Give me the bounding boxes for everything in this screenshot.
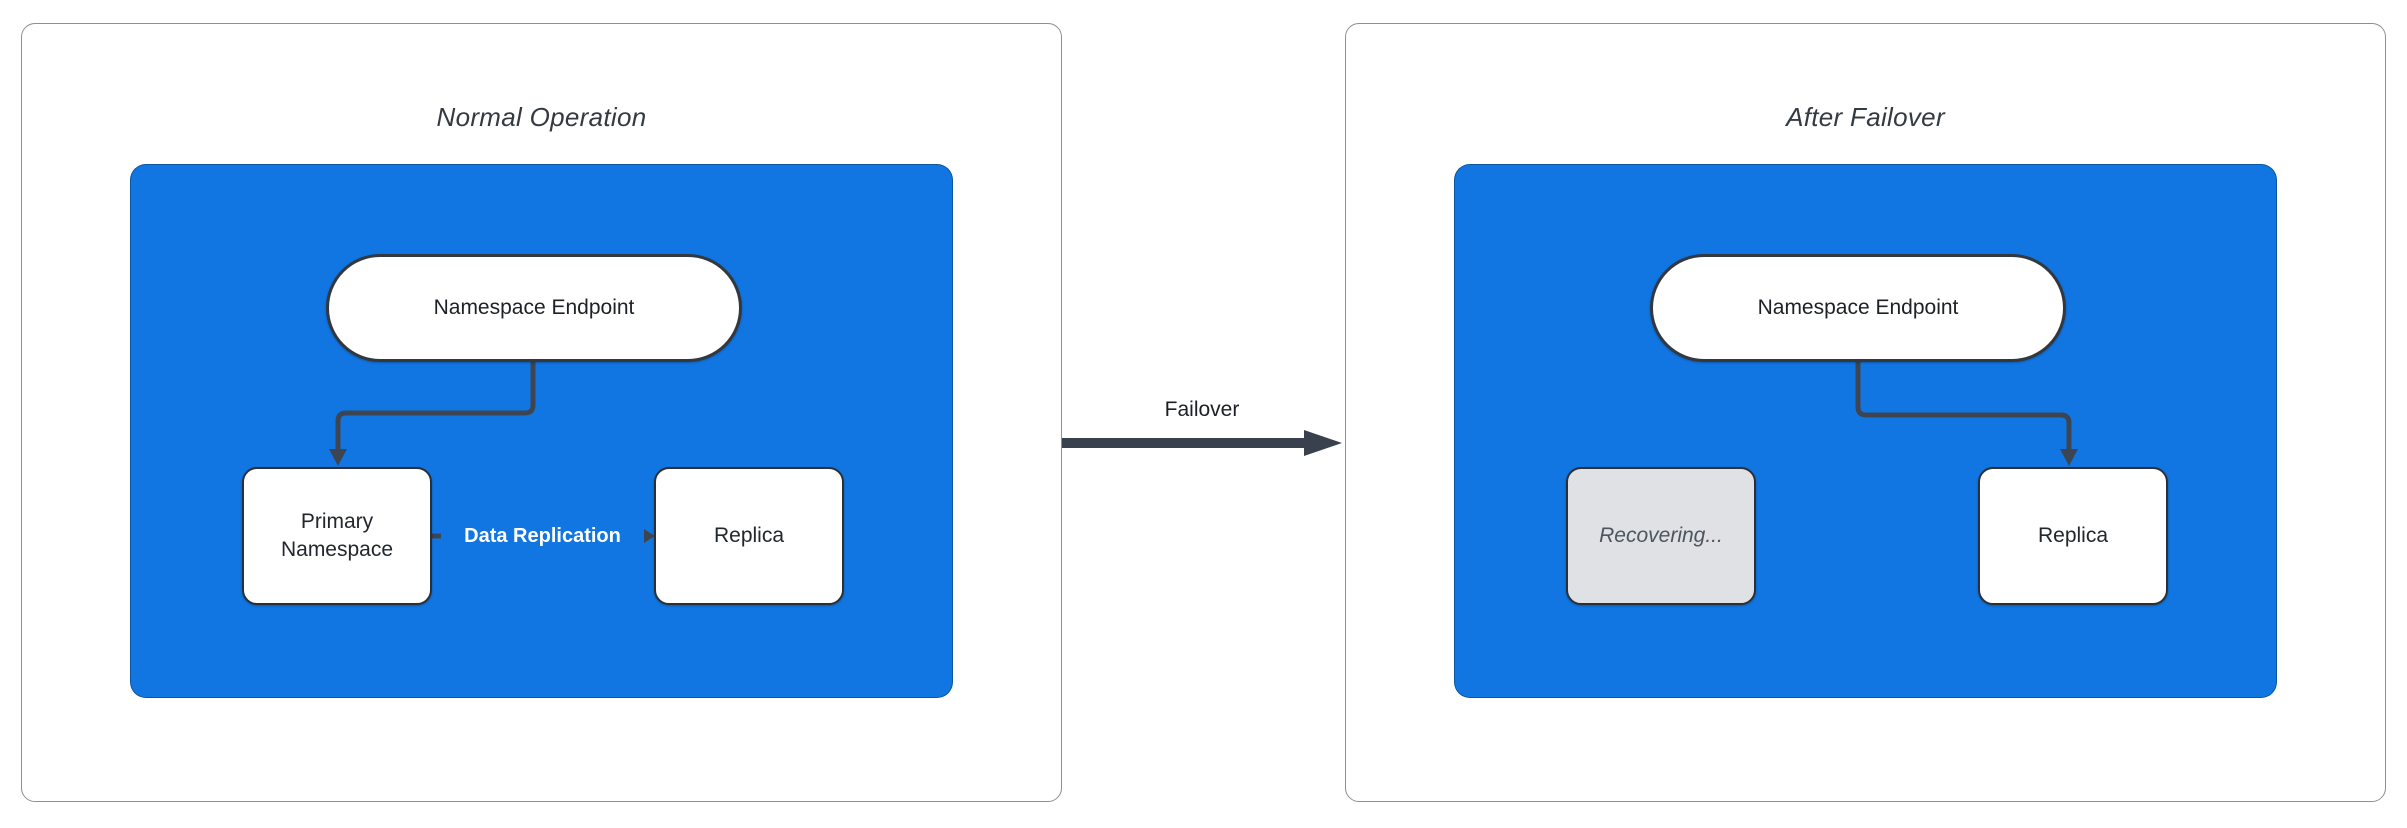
replica-label: Replica: [2037, 523, 2109, 547]
primary-namespace-node: Primary Namespace: [242, 467, 432, 605]
connector-layer: [1855, 362, 2078, 466]
failover-arrow-line: [1062, 438, 1306, 448]
endpoint-to-replica-connector: [1855, 362, 2078, 466]
cluster-box-failover: Namespace Endpoint Recovering... Replica: [1454, 164, 2277, 698]
cluster-box-normal: Namespace Endpoint Primary Namespace Rep…: [130, 164, 953, 698]
panel-title: Normal Operation: [436, 102, 647, 132]
namespace-endpoint-label: Namespace Endpoint: [1757, 296, 1959, 319]
failover-transition: Failover: [1062, 398, 1342, 458]
failover-label: Failover: [1164, 398, 1240, 421]
connector-layer: [329, 362, 655, 545]
panel-title: After Failover: [1786, 102, 1945, 132]
arrowhead-down-icon: [329, 449, 347, 466]
panel-after-failover: After Failover Namespace Endpoint Recove…: [1345, 23, 2386, 802]
replica-node: Replica: [654, 467, 844, 605]
primary-namespace-label: Primary Namespace: [280, 509, 394, 561]
data-replication-label: Data Replication: [441, 523, 644, 549]
endpoint-to-primary-connector: [329, 362, 536, 466]
arrowhead-down-icon: [2060, 449, 2078, 466]
recovering-label: Recovering...: [1599, 523, 1723, 547]
namespace-endpoint-pill: Namespace Endpoint: [326, 254, 742, 362]
replica-node: Replica: [1978, 467, 2168, 605]
namespace-endpoint-pill: Namespace Endpoint: [1650, 254, 2066, 362]
namespace-endpoint-label: Namespace Endpoint: [433, 296, 635, 319]
replica-label: Replica: [713, 523, 785, 547]
recovering-node: Recovering...: [1566, 467, 1756, 605]
panel-normal-operation: Normal Operation Namespace Endpoint Prim…: [21, 23, 1062, 802]
failover-arrowhead-icon: [1304, 430, 1342, 456]
